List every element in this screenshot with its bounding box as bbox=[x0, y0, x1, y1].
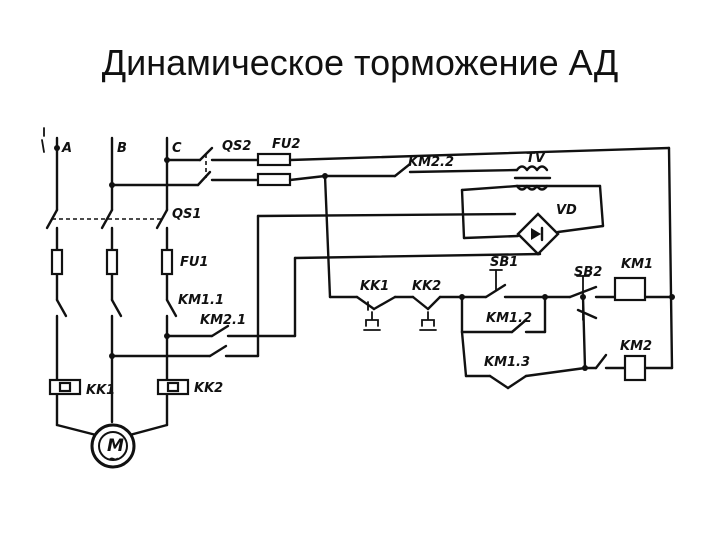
label-sb1: SB1 bbox=[490, 255, 518, 270]
label-kk1-contact: KK1 bbox=[360, 279, 389, 294]
slide-title: Динамическое торможение АД bbox=[101, 42, 619, 83]
label-km2-2: KM2.2 bbox=[408, 155, 454, 170]
label-motor: M bbox=[107, 436, 124, 456]
fuses-fu1 bbox=[50, 248, 174, 276]
coil-km1 bbox=[613, 276, 647, 302]
motor-m bbox=[90, 423, 136, 469]
label-km2-coil: KM2 bbox=[620, 339, 652, 354]
contacts-km2-1 bbox=[110, 214, 297, 358]
label-qs2: QS2 bbox=[222, 139, 251, 154]
label-tv: TV bbox=[526, 151, 546, 166]
label-kk2-relay: KK2 bbox=[194, 381, 223, 396]
contact-kk1 bbox=[355, 295, 397, 331]
label-fu2: FU2 bbox=[272, 137, 300, 152]
label-km1-1: KM1.1 bbox=[178, 293, 224, 308]
label-km1-coil: KM1 bbox=[621, 257, 653, 272]
fuses-fu2 bbox=[256, 152, 292, 187]
contact-kk2 bbox=[411, 295, 442, 331]
contacts-km1-1 bbox=[55, 298, 178, 318]
label-km2-1: KM2.1 bbox=[200, 313, 246, 328]
pushbutton-sb1 bbox=[484, 269, 507, 299]
label-kk1-relay: KK1 bbox=[86, 383, 115, 398]
transformer-tv bbox=[513, 165, 552, 191]
contact-km1-2 bbox=[510, 318, 528, 334]
label-km1-2: KM1.2 bbox=[486, 311, 532, 326]
pushbutton-sb2 bbox=[568, 275, 598, 321]
label-motor-ac: ~ bbox=[108, 452, 119, 467]
control-wiring bbox=[256, 146, 674, 378]
label-sb2: SB2 bbox=[574, 265, 602, 280]
contact-km1-3 bbox=[488, 374, 528, 390]
rectifier-vd bbox=[516, 212, 560, 256]
label-fu1: FU1 bbox=[180, 255, 208, 270]
label-km1-3: KM1.3 bbox=[484, 355, 530, 370]
frame-marks bbox=[41, 127, 45, 153]
contact-km2-2 bbox=[393, 162, 412, 178]
label-qs1: QS1 bbox=[172, 207, 201, 222]
label-phase-b: B bbox=[117, 141, 127, 156]
label-phase-a: A bbox=[61, 141, 72, 156]
label-kk2-contact: KK2 bbox=[412, 279, 441, 294]
label-vd: VD bbox=[556, 203, 577, 218]
thermal-heater-kk1 bbox=[48, 378, 82, 396]
label-phase-c: C bbox=[172, 141, 182, 156]
switch-qs2 bbox=[110, 146, 260, 187]
switch-qs1 bbox=[45, 208, 169, 230]
thermal-heater-kk2 bbox=[156, 378, 190, 396]
coil-km2 bbox=[623, 354, 647, 382]
